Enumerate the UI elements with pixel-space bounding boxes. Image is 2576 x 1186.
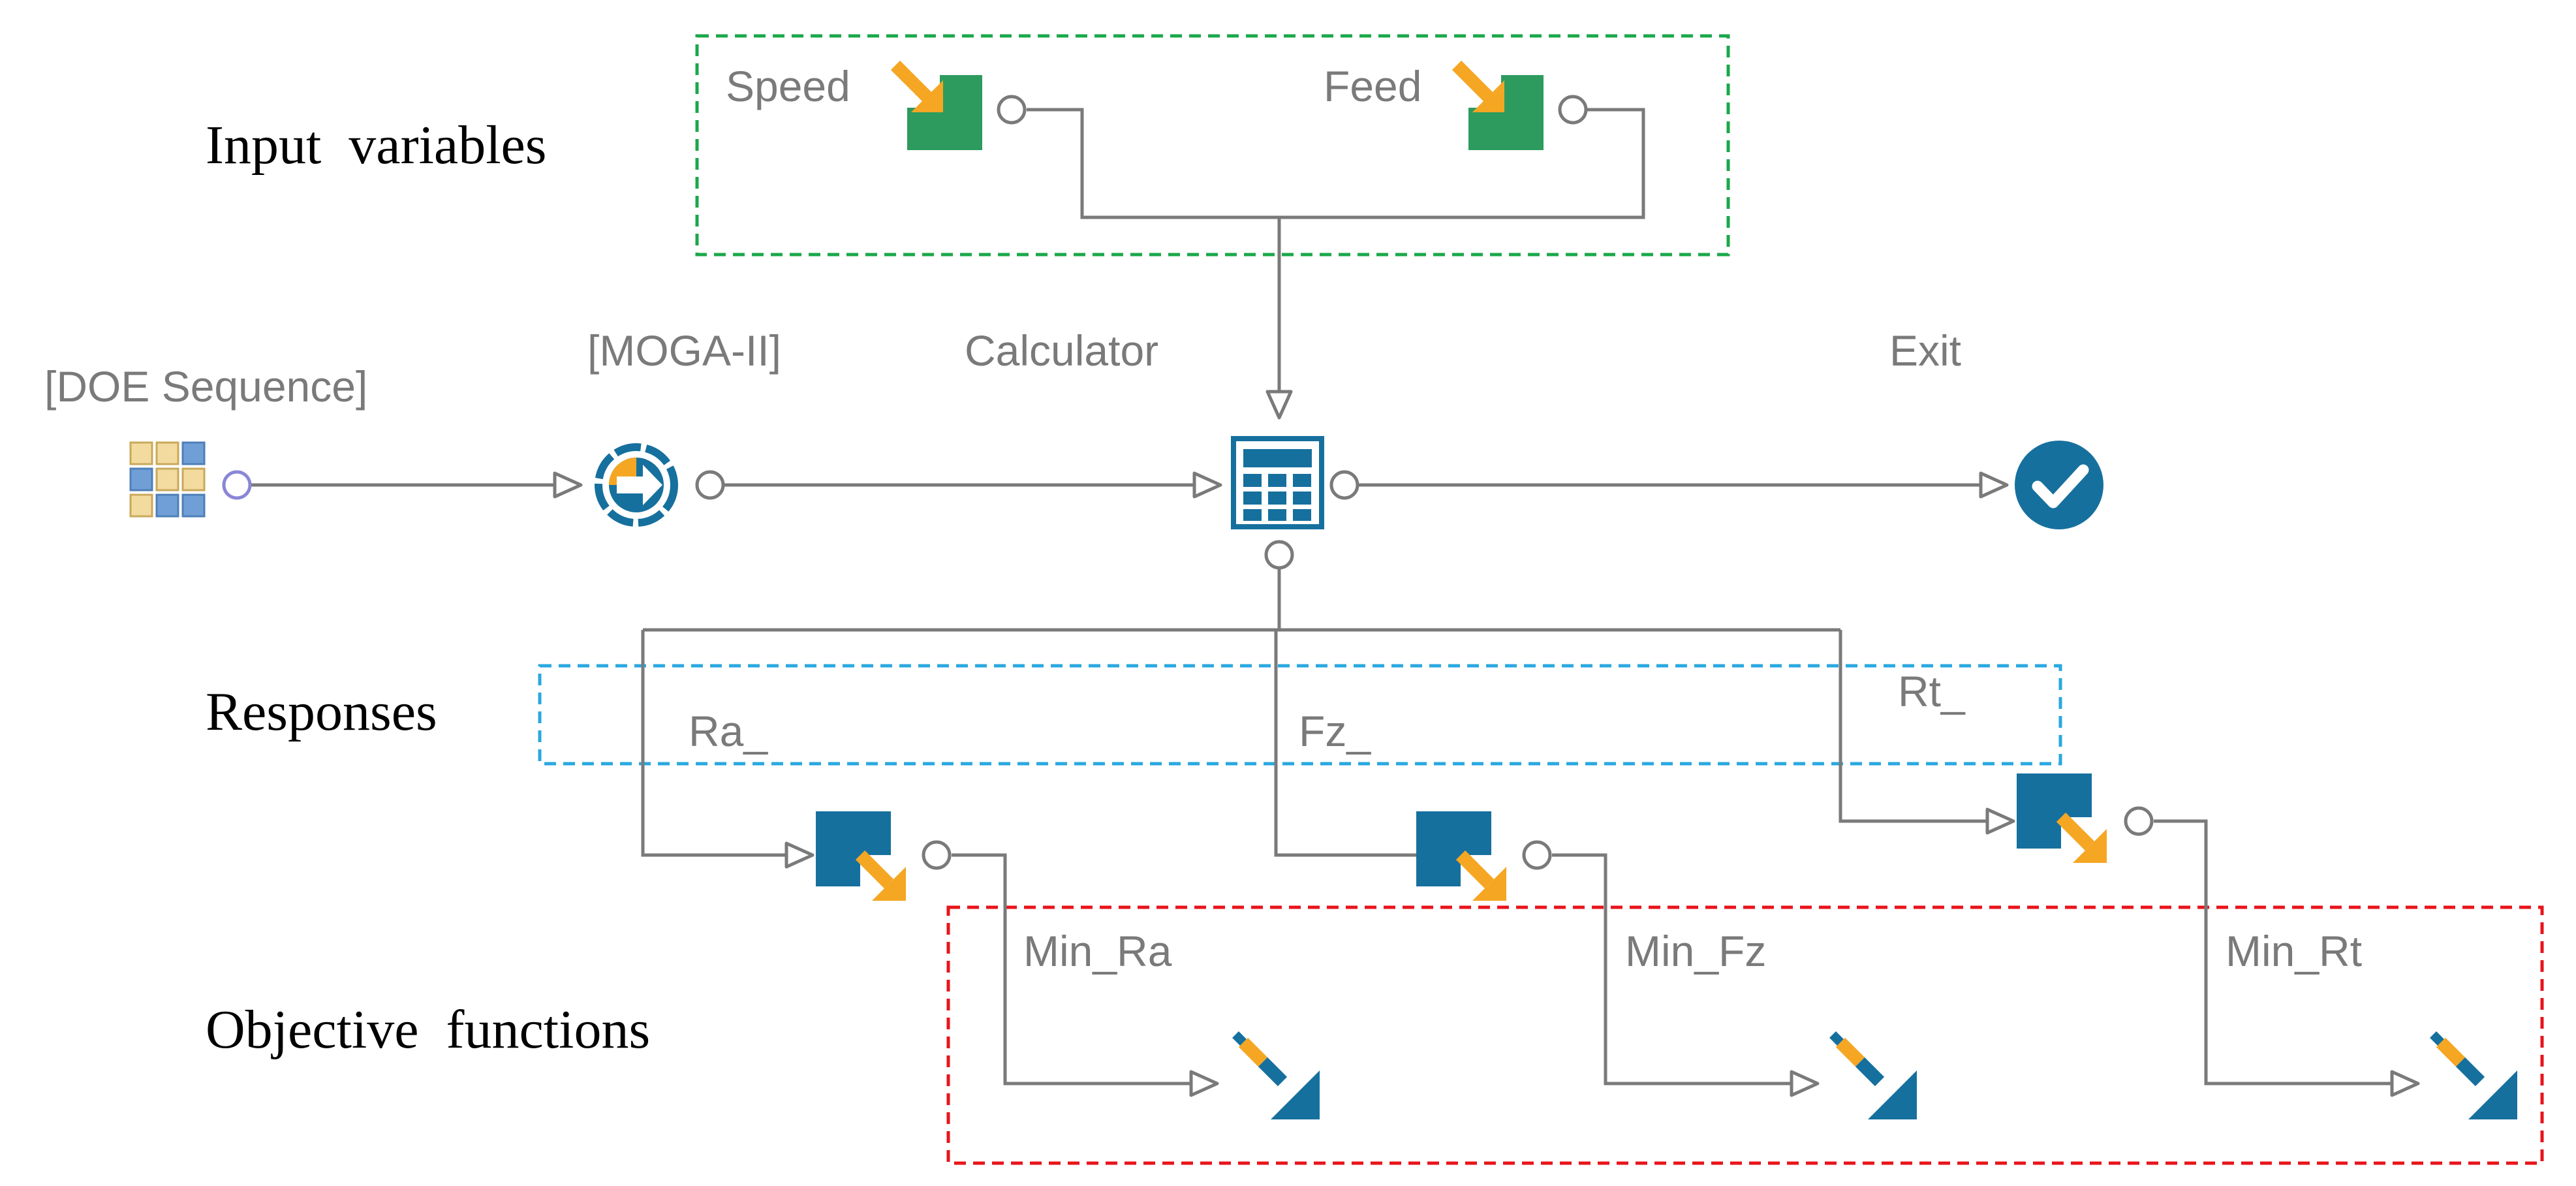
arrowhead-calculator-top xyxy=(1265,390,1293,420)
responses-group xyxy=(538,664,2062,766)
objective-min-rt[interactable] xyxy=(2430,1031,2517,1119)
label-min-rt: Min_Rt xyxy=(2226,927,2362,975)
input-variable-icon xyxy=(1451,60,1544,150)
section-objective-functions: Objective functions xyxy=(206,999,650,1060)
label-response-rt: Rt_ xyxy=(1898,667,1966,715)
arrowhead-min-fz-in xyxy=(1790,1070,1820,1097)
label-feed: Feed xyxy=(1324,62,1421,110)
label-exit: Exit xyxy=(1889,326,1961,375)
label-response-ra: Ra_ xyxy=(689,707,768,755)
wire-calculator-outputs xyxy=(641,568,1987,857)
input-variable-icon xyxy=(890,60,982,150)
calculator-icon xyxy=(1231,436,1324,529)
objective-icon xyxy=(1232,1031,1320,1119)
objective-functions-group xyxy=(946,905,2544,1165)
label-calculator: Calculator xyxy=(965,326,1158,375)
output-variable-fz[interactable] xyxy=(1416,811,1552,901)
output-variable-ra[interactable] xyxy=(816,811,952,901)
wire-speed-to-calculator xyxy=(1027,108,1645,219)
section-input-variables: Input variables xyxy=(206,115,547,176)
output-port[interactable] xyxy=(695,470,725,500)
node-doe-sequence[interactable]: [DOE Sequence] xyxy=(44,362,367,518)
section-responses: Responses xyxy=(206,681,437,742)
checkmark-icon xyxy=(2015,441,2103,529)
wire-ra-to-min-ra xyxy=(952,853,1191,1085)
arrowhead-min-rt-in xyxy=(2390,1070,2420,1097)
output-port[interactable] xyxy=(1522,840,1552,870)
output-port-bottom[interactable] xyxy=(1264,540,1294,570)
arrowhead-moga-in xyxy=(553,471,583,499)
label-moga-ii: [MOGA-II] xyxy=(587,326,781,375)
input-variable-speed[interactable]: Speed xyxy=(726,60,1027,150)
grid-icon xyxy=(129,441,206,518)
objective-min-ra[interactable] xyxy=(1232,1031,1320,1119)
arrowhead-ra-in xyxy=(784,841,815,869)
output-port[interactable] xyxy=(1329,470,1359,500)
input-variable-feed[interactable]: Feed xyxy=(1324,60,1588,150)
label-min-ra: Min_Ra xyxy=(1023,927,1172,975)
arrowhead-min-ra-in xyxy=(1189,1070,1219,1097)
arrowhead-rt-in xyxy=(1985,807,2015,835)
output-port[interactable] xyxy=(222,470,252,500)
node-calculator[interactable]: Calculator xyxy=(965,326,1359,570)
output-variable-icon xyxy=(1416,811,1506,901)
wire-rt-to-min-rt xyxy=(2154,819,2392,1085)
output-port[interactable] xyxy=(922,840,952,870)
label-doe-sequence: [DOE Sequence] xyxy=(44,362,367,411)
output-port[interactable] xyxy=(1558,95,1588,125)
label-response-fz: Fz_ xyxy=(1299,707,1371,755)
objective-icon xyxy=(2430,1031,2517,1119)
optimizer-icon xyxy=(595,443,678,527)
objective-min-fz[interactable] xyxy=(1829,1031,1917,1119)
output-port[interactable] xyxy=(2124,806,2154,836)
label-speed: Speed xyxy=(726,62,850,110)
output-variable-rt[interactable] xyxy=(2017,773,2154,863)
node-moga-ii[interactable]: [MOGA-II] xyxy=(587,326,781,527)
node-exit[interactable]: Exit xyxy=(1889,326,2103,529)
output-port[interactable] xyxy=(997,95,1027,125)
input-variables-group xyxy=(695,34,1730,257)
output-variable-icon xyxy=(2017,773,2107,863)
label-min-fz: Min_Fz xyxy=(1625,927,1766,975)
output-variable-icon xyxy=(816,811,906,901)
wire-fz-to-min-fz xyxy=(1552,853,1792,1085)
objective-icon xyxy=(1829,1031,1917,1119)
arrowhead-exit-in xyxy=(1979,471,2009,499)
arrowhead-calculator-in xyxy=(1192,471,1222,499)
